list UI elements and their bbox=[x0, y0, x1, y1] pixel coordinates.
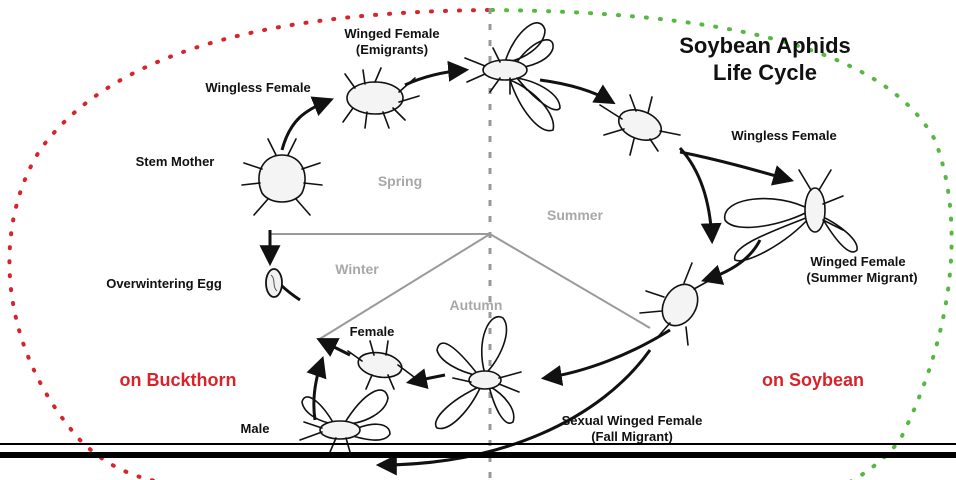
label-stem-mother: Stem Mother bbox=[136, 154, 215, 169]
wingless-female-summer-aphid-icon bbox=[600, 95, 680, 155]
host-buckthorn: on Buckthorn bbox=[120, 370, 237, 390]
diagram-title-line1: Soybean Aphids bbox=[679, 33, 851, 58]
diagram-title-line2: Life Cycle bbox=[713, 60, 817, 85]
label-sexual-winged-female-1: Sexual Winged Female bbox=[562, 413, 703, 428]
season-autumn: Autumn bbox=[450, 297, 503, 313]
season-spring: Spring bbox=[378, 173, 422, 189]
label-winged-female-summer-1: Winged Female bbox=[810, 254, 905, 269]
female-aphid-icon bbox=[348, 341, 414, 389]
label-wingless-female-spring: Wingless Female bbox=[205, 80, 310, 95]
label-overwintering-egg: Overwintering Egg bbox=[106, 276, 222, 291]
label-wingless-female-summer: Wingless Female bbox=[731, 128, 836, 143]
season-wedges bbox=[270, 234, 650, 340]
male-aphid-icon bbox=[300, 390, 390, 452]
label-sexual-winged-female-2: (Fall Migrant) bbox=[591, 429, 673, 444]
wingless-female-autumn-aphid-icon bbox=[640, 263, 712, 345]
bottom-divider-thick bbox=[0, 452, 956, 458]
winged-summer-migrant-aphid-icon bbox=[725, 170, 857, 261]
stem-mother-aphid-icon bbox=[242, 139, 322, 215]
label-winged-female-summer-2: (Summer Migrant) bbox=[806, 270, 917, 285]
label-winged-female-emigrants-2: (Emigrants) bbox=[356, 42, 428, 57]
sexual-winged-female-aphid-icon bbox=[436, 317, 521, 429]
season-summer: Summer bbox=[547, 207, 604, 223]
overwintering-egg-icon bbox=[266, 269, 282, 297]
bottom-divider-thin bbox=[0, 443, 956, 445]
season-winter: Winter bbox=[335, 261, 379, 277]
label-winged-female-emigrants-1: Winged Female bbox=[344, 26, 439, 41]
label-male: Male bbox=[241, 421, 270, 436]
winged-emigrant-aphid-icon bbox=[465, 23, 560, 131]
host-soybean: on Soybean bbox=[762, 370, 864, 390]
label-female: Female bbox=[350, 324, 395, 339]
wingless-female-spring-aphid-icon bbox=[343, 68, 419, 128]
